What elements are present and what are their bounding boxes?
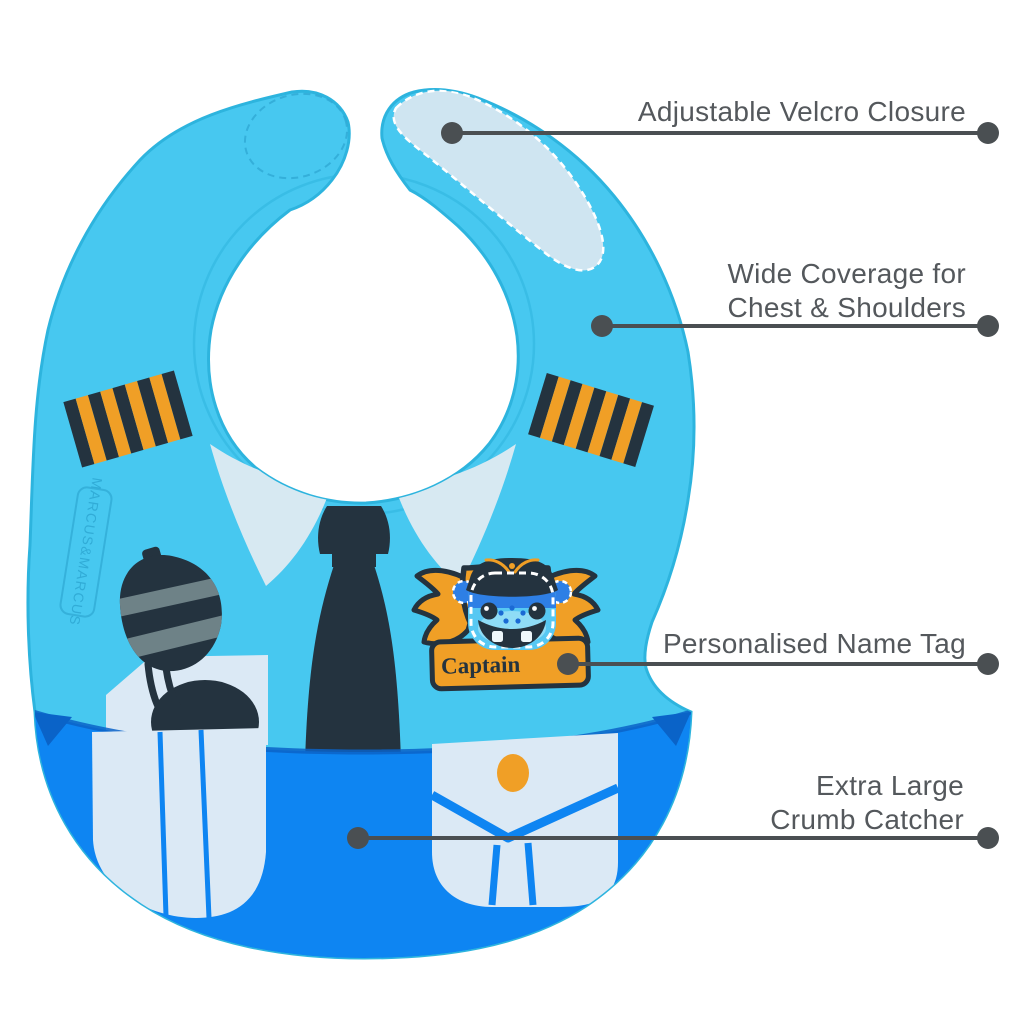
epaulette-left — [63, 370, 193, 468]
callout-label-line: Extra Large — [815, 770, 964, 801]
callout-dot — [347, 827, 369, 849]
hippo-freckles — [498, 605, 526, 624]
callout-label-line: Wide Coverage for — [727, 258, 966, 289]
callout-label-wide-coverage: Wide Coverage for Chest & Shoulders — [727, 257, 966, 325]
hippo-eye — [528, 602, 546, 620]
callout-label-velcro-closure: Adjustable Velcro Closure — [638, 95, 966, 129]
callout-dot — [977, 827, 999, 849]
hat-wing-emblem — [484, 558, 511, 574]
velcro-stitch-left — [243, 92, 349, 180]
callout-label-crumb-catcher: Extra Large Crumb Catcher — [770, 769, 964, 837]
eye-glint — [484, 606, 489, 611]
pocket-corner-fold — [652, 712, 691, 746]
pocket-pleat-line — [198, 729, 212, 919]
brand-tag-outline — [59, 486, 113, 618]
epaulette-right — [528, 373, 654, 467]
hippo-tooth — [521, 631, 532, 642]
collar-right — [396, 444, 516, 586]
callout-label-line: Chest & Shoulders — [727, 292, 966, 323]
hippo-pilot — [451, 558, 573, 650]
hippo-tooth — [492, 631, 503, 642]
sunglasses-arm — [162, 664, 195, 731]
tie — [305, 506, 401, 762]
callout-dot — [977, 122, 999, 144]
callout-label-line: Crumb Catcher — [770, 804, 964, 835]
callout-label-line: Personalised Name Tag — [662, 628, 966, 659]
captain-badge: Captain — [414, 558, 598, 692]
name-tag-plate: Captain — [429, 635, 591, 692]
hippo-stitch-outline — [469, 571, 555, 649]
callout-dot — [441, 122, 463, 144]
pocket-panel-right — [432, 733, 618, 907]
pocket-pleat-line — [488, 844, 501, 906]
callout-lines — [358, 131, 988, 840]
pocket-panel-left — [92, 728, 266, 918]
hat-emblem-dot — [509, 563, 515, 569]
sunglasses-reflection — [119, 574, 222, 665]
callout-dot — [977, 315, 999, 337]
callout-dot — [977, 653, 999, 675]
pilot-hat — [466, 558, 558, 597]
callout-dot — [557, 653, 579, 675]
name-tag-text: Captain — [441, 652, 521, 679]
callout-dot — [591, 315, 613, 337]
sunglasses-arm — [144, 660, 178, 735]
callout-label-line: Adjustable Velcro Closure — [637, 96, 966, 127]
collar-left — [210, 444, 330, 586]
eye-glint — [532, 606, 537, 611]
pocket-button — [497, 754, 529, 792]
pocket-corner-fold — [33, 712, 72, 746]
hippo-eye — [480, 602, 498, 620]
callout-dots — [347, 122, 999, 849]
pocket-pleat-line — [524, 842, 537, 906]
pocket-pleat-line — [157, 731, 169, 917]
callout-label-name-tag: Personalised Name Tag — [663, 627, 966, 661]
hat-wing-emblem — [513, 558, 540, 574]
